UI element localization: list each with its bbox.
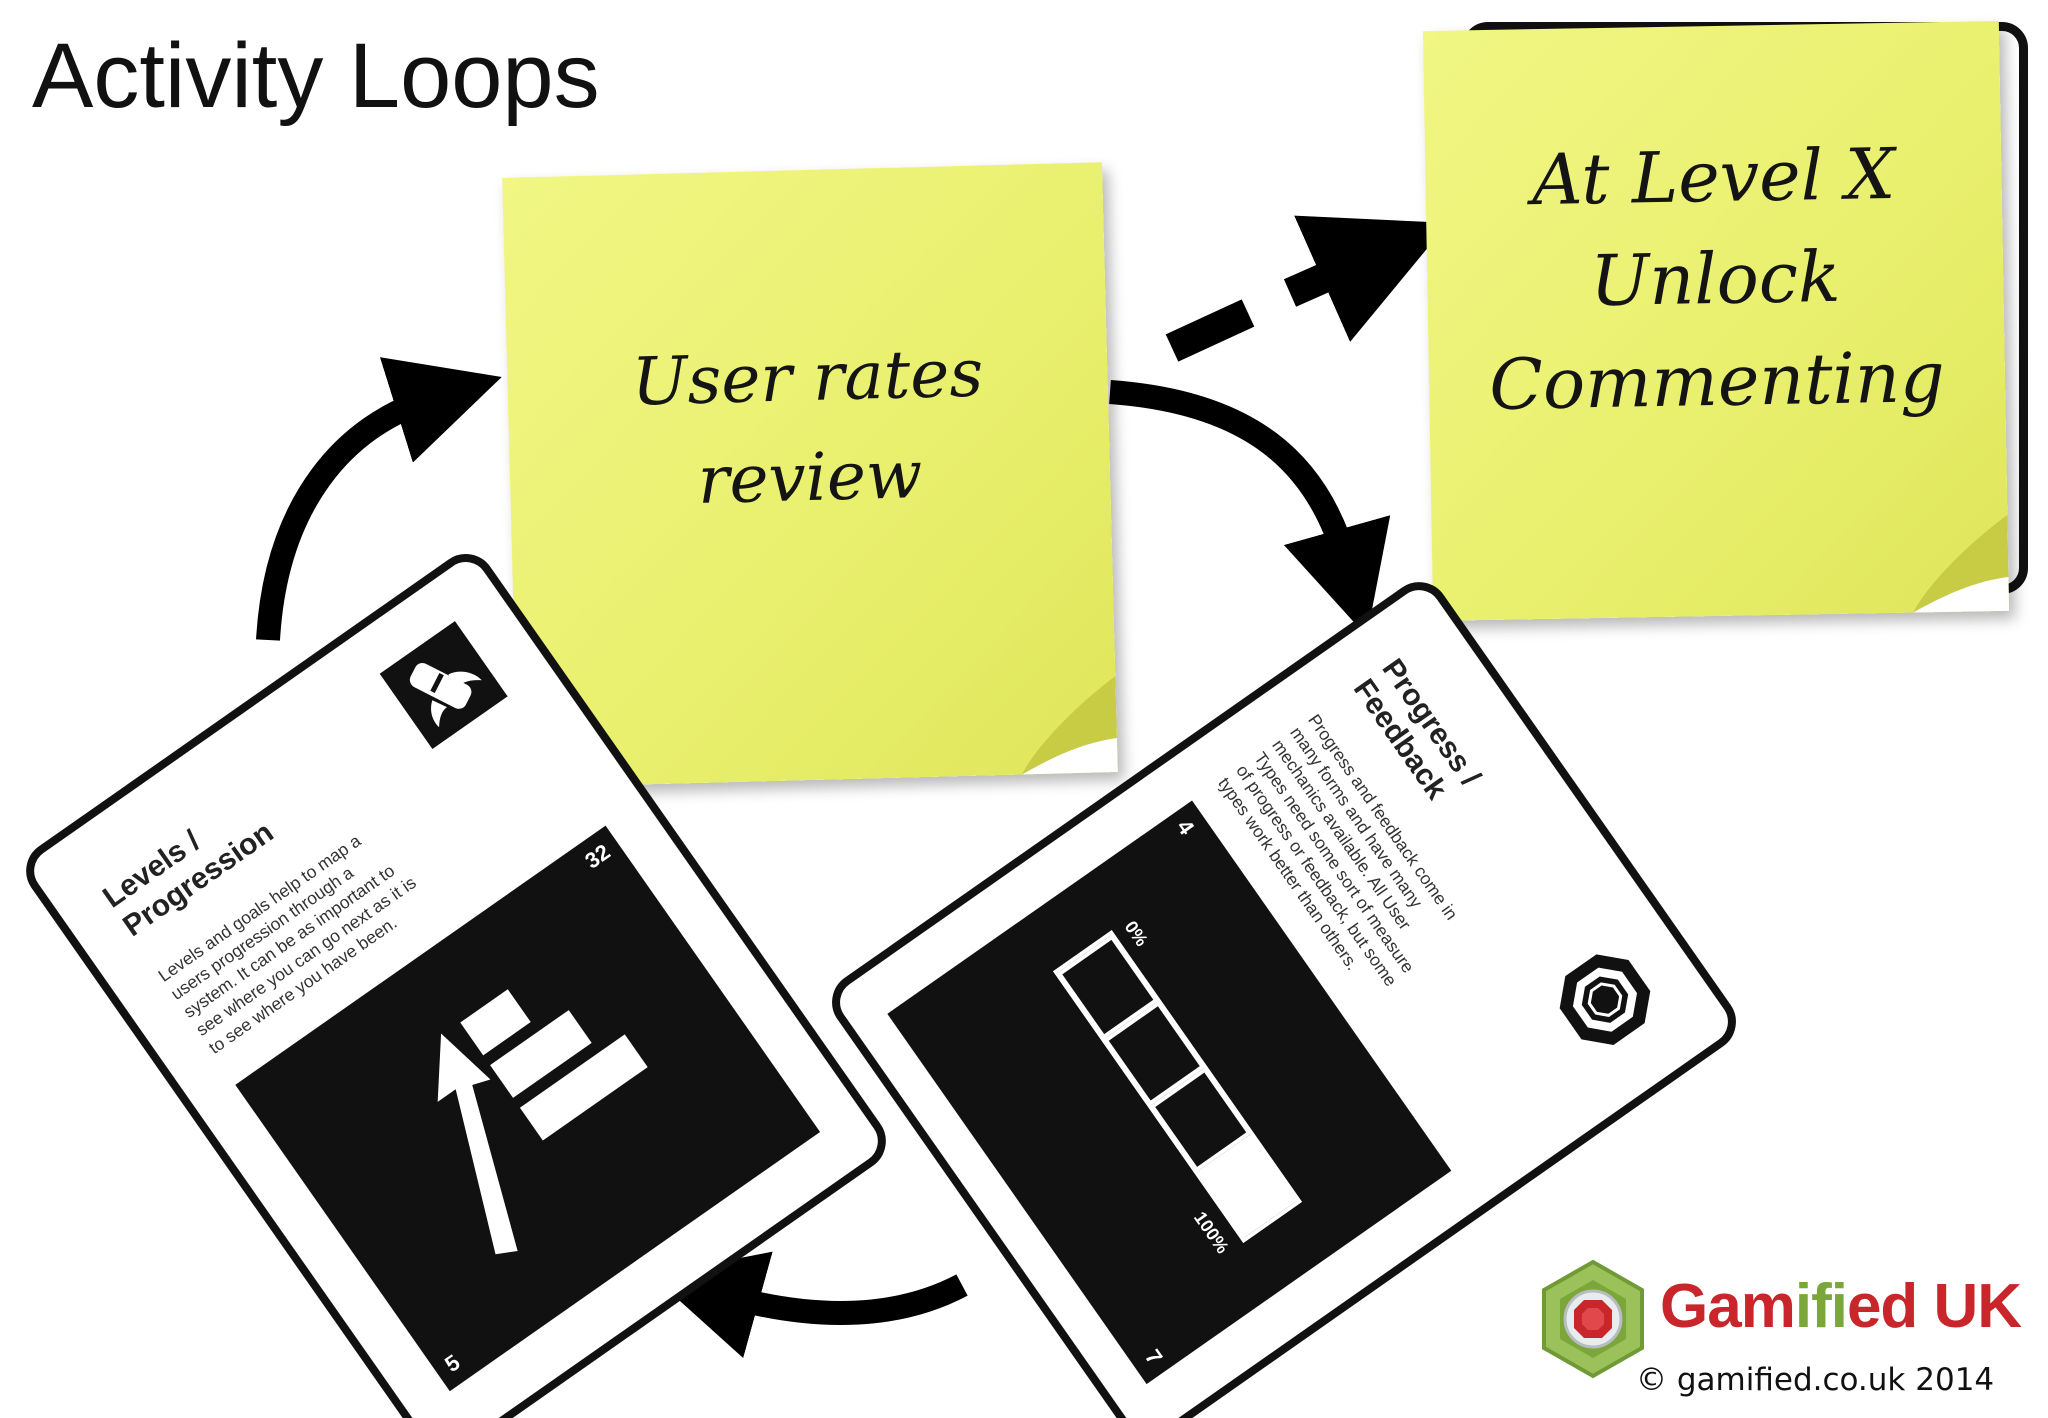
unlock-sticky-note: At Level X Unlock Commenting	[1422, 21, 2010, 621]
logo-wordmark: Gamified UK	[1660, 1276, 2022, 1338]
unlock-note-line-1: At Level X	[1531, 132, 1896, 222]
curved-arrow-down	[1109, 380, 1391, 637]
levels-card-face: Levels / Progression Levels and goals he…	[26, 553, 887, 1418]
progress-bar-segments	[1056, 934, 1299, 1239]
hexagon-logo-icon	[1542, 1259, 1644, 1379]
unlock-note-text: At Level X Unlock Commenting	[1425, 121, 2006, 437]
dashed-arrow	[1283, 215, 1449, 342]
progress-card-face: Progress / Feedback Progress and feedbac…	[831, 582, 1736, 1418]
action-note-line-1: User rates	[630, 334, 985, 421]
level-bars-arrow-icon	[437, 989, 648, 1255]
page-curl-icon	[1021, 676, 1118, 775]
progress-feedback-card: Progress / Feedback Progress and feedbac…	[820, 570, 1748, 1418]
levels-card-number-bottom: 5	[440, 1349, 465, 1377]
progress-card-number-right: 7	[1140, 1344, 1168, 1370]
progress-card-number-left: 4	[1171, 814, 1200, 840]
logo-word-part-3: ed UK	[1846, 1272, 2022, 1341]
unlock-note-line-3: Commenting	[1488, 336, 1946, 426]
logo-word-part-1: Gam	[1660, 1272, 1796, 1341]
levels-card-number-top: 32	[580, 839, 615, 874]
progress-bar-segment	[1103, 1000, 1206, 1107]
gamified-uk-logo: Gamified UK © gamified.co.uk 2014	[1532, 1258, 2032, 1408]
levels-card-panel: 32 5	[235, 825, 821, 1392]
progress-bar-segment	[1056, 934, 1159, 1040]
curved-arrow-up	[1165, 299, 1255, 362]
progress-bar-segment	[1196, 1133, 1299, 1239]
logo-copyright: © gamified.co.uk 2014	[1636, 1362, 1995, 1398]
progress-bar-segment	[1149, 1067, 1252, 1173]
action-sticky-note: User rates review	[502, 162, 1118, 788]
action-note-line-2: review	[696, 436, 924, 519]
levels-progression-card: Levels / Progression Levels and goals he…	[14, 542, 898, 1418]
octagon-badge-icon	[1559, 954, 1651, 1045]
progress-bar-start-label: 0%	[1120, 917, 1152, 950]
progress-bar-icon	[1052, 929, 1303, 1244]
progress-card-panel: 0% 100% 4 7	[887, 800, 1452, 1385]
slide-title: Activity Loops	[32, 25, 600, 127]
action-note-text: User rates review	[506, 320, 1111, 536]
curved-arrow-left	[651, 1251, 968, 1359]
unlock-note-line-2: Unlock	[1589, 235, 1842, 323]
page-curl-icon	[1913, 514, 2010, 613]
curved-arrow-right	[256, 357, 502, 641]
rolled-scroll-icon	[379, 620, 508, 750]
logo-word-part-2: ifi	[1794, 1272, 1848, 1341]
